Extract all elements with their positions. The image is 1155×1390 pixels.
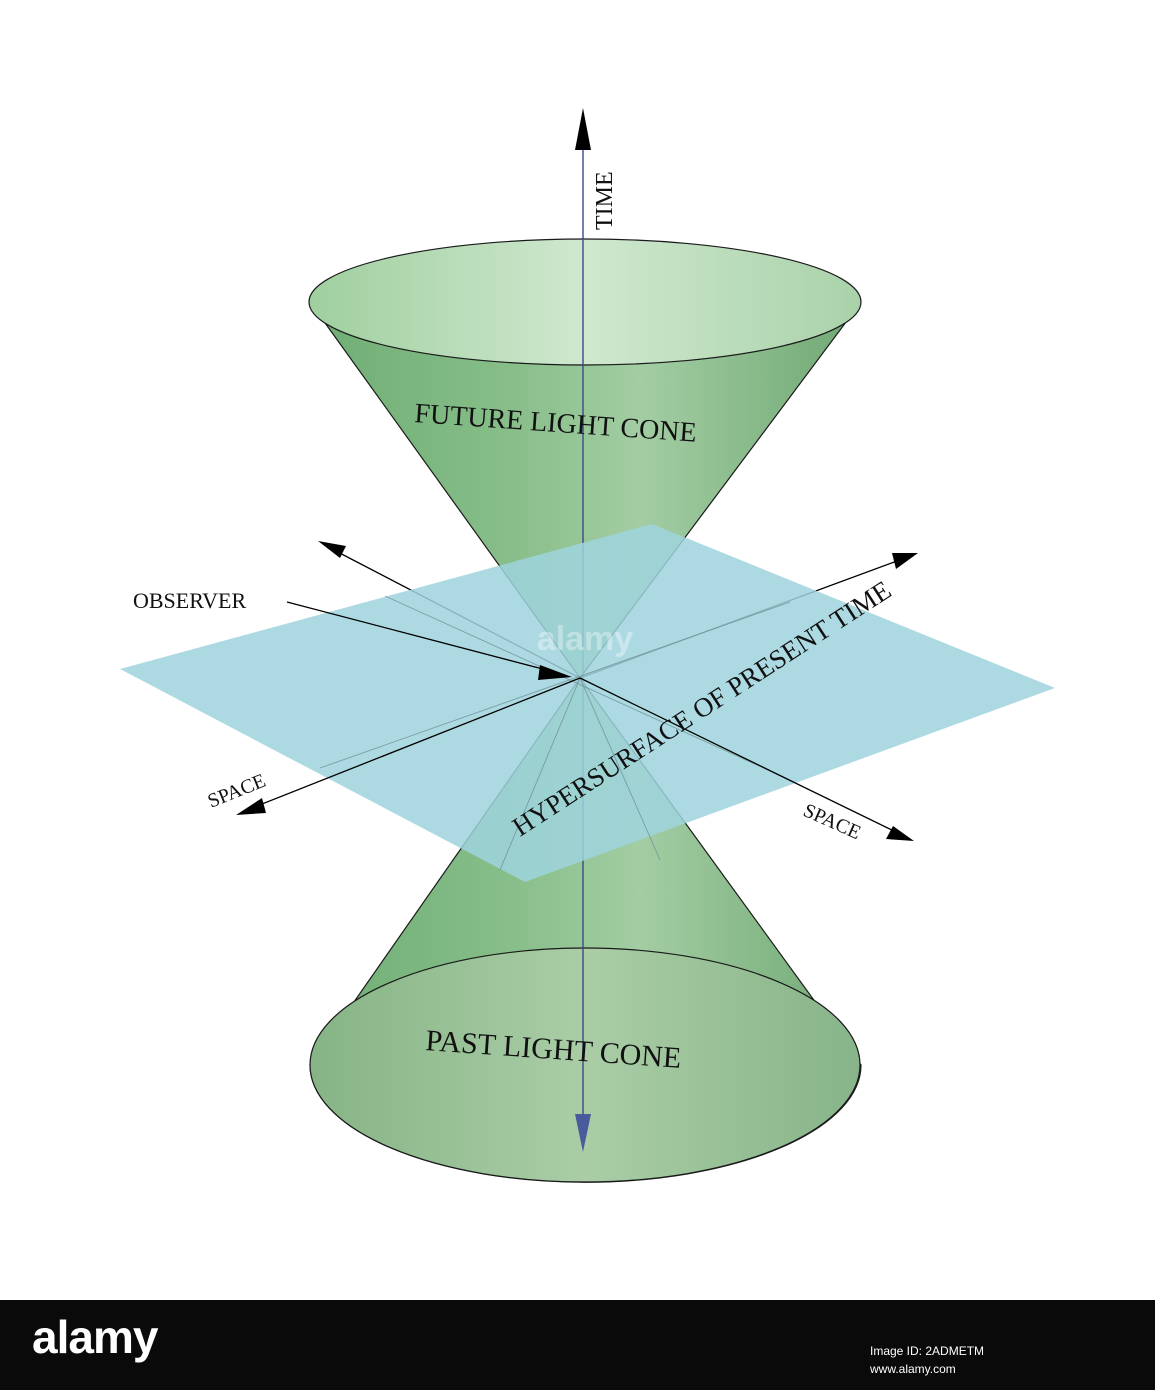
future-cone-rim — [308, 238, 862, 366]
future-light-cone — [308, 238, 862, 680]
time-arrowhead-up — [575, 108, 591, 150]
watermark: alamy — [537, 620, 633, 658]
space-arrowhead-lower-right — [886, 826, 914, 841]
observer-label: OBSERVER — [133, 588, 246, 613]
time-arrowhead-down — [575, 1114, 591, 1152]
past-light-cone — [309, 676, 862, 1183]
space-arrowhead-lower-left — [236, 798, 266, 815]
hypersurface-plane — [120, 524, 1055, 882]
space-label-right: SPACE — [800, 799, 864, 844]
footer-bar: alamy Image ID: 2ADMETM www.alamy.com — [0, 1300, 1155, 1390]
observer-arrowhead — [538, 665, 572, 680]
space-axes-front — [236, 677, 914, 841]
image-id: Image ID: 2ADMETM — [870, 1344, 985, 1358]
footer-url: www.alamy.com — [870, 1362, 956, 1376]
footer-logo: alamy — [32, 1311, 158, 1363]
space-arrowhead-upper-right — [892, 553, 918, 569]
plane-lines — [319, 595, 791, 871]
past-cone-base — [309, 947, 861, 1183]
observer-pointer — [286, 601, 572, 680]
space-arrowhead-upper-left — [318, 541, 346, 558]
light-cone-diagram: TIME FUTURE LIGHT CONE PAST LIGHT CONE O… — [120, 108, 1055, 1183]
time-label: TIME — [592, 171, 618, 230]
